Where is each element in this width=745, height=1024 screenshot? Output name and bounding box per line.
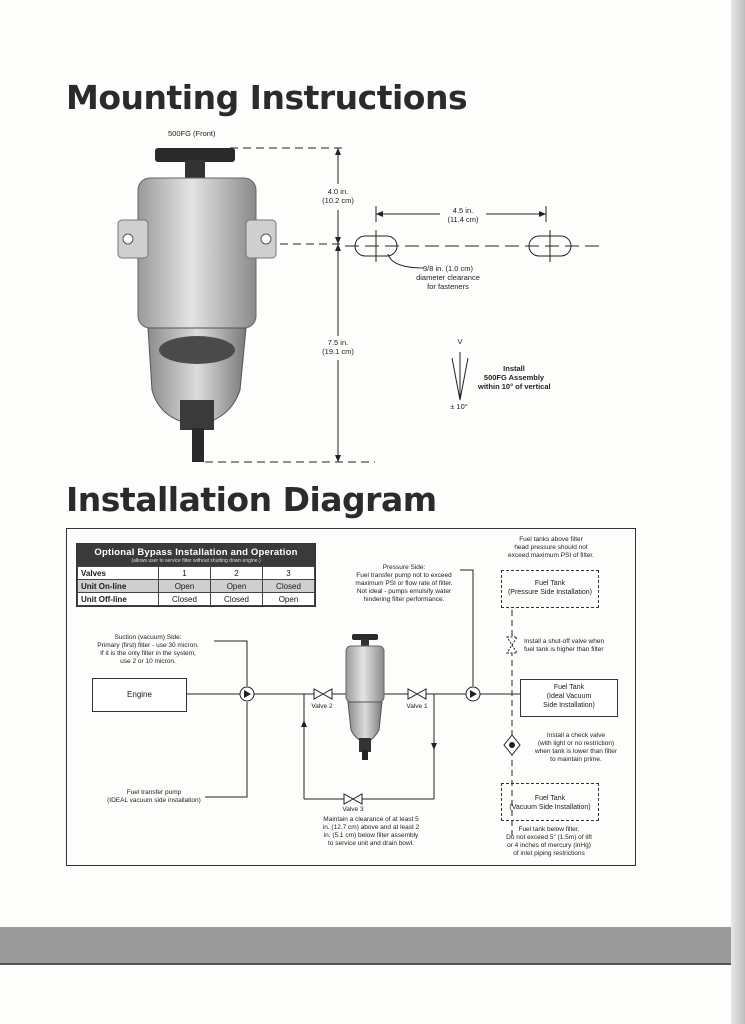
bypass-subtitle: (allows user to service filter without s…: [131, 558, 261, 564]
dim-bottom: 7.5 in.(19.1 cm): [322, 338, 354, 356]
page-edge-shadow: [731, 0, 745, 1024]
valve-3-icon: [343, 793, 363, 805]
valve-1-label: Valve 1: [406, 703, 428, 710]
valve-3-label: Valve 3: [342, 806, 364, 813]
shutoff-valve-icon: [506, 636, 518, 654]
dim-spacing: 4.5 in.(11.4 cm): [447, 206, 479, 224]
footer-bar: [0, 927, 745, 963]
valve-table: Valves 1 2 3 Unit On-line Open Open Clos…: [77, 566, 315, 606]
suction-side-note: Suction (vacuum) Side:Primary (first) fi…: [97, 634, 199, 665]
tank-below-note: Fuel tank below filter.Do not exceed 5" …: [506, 826, 592, 857]
model-label: 500FG (Front): [168, 129, 216, 138]
suction-pump-icon: [239, 686, 255, 702]
valve-2-label: Valve 2: [311, 703, 333, 710]
fuel-tank-vacuum: Fuel Tank(Vacuum Side Installation): [501, 783, 599, 821]
bypass-table: Optional Bypass Installation and Operati…: [76, 543, 316, 607]
vertical-label: V: [457, 337, 463, 346]
dim-top: 4.0 in.(10.2 cm): [322, 187, 354, 205]
table-row: Valves 1 2 3: [77, 566, 315, 580]
footer-divider: [0, 963, 745, 965]
installation-frame: [66, 528, 636, 866]
angle-tolerance: ± 10°: [450, 402, 468, 411]
installation-heading: Installation Diagram: [66, 480, 437, 519]
table-row: Unit Off-line Closed Closed Open: [77, 592, 315, 606]
pressure-side-note: Pressure Side:Fuel transfer pump not to …: [355, 564, 453, 603]
bypass-title: Optional Bypass Installation and Operati…: [94, 547, 298, 558]
engine-box: Engine: [92, 678, 187, 712]
pressure-pump-icon: [465, 686, 481, 702]
fuel-tank-pressure: Fuel Tank(Pressure Side Installation): [501, 570, 599, 608]
valve-2-icon: [313, 688, 333, 700]
valve-1-icon: [407, 688, 427, 700]
filter-unit-photo: [117, 148, 277, 462]
filter-unit-icon: [345, 634, 385, 760]
check-valve-note: Install a check valve(with light or no r…: [534, 732, 617, 763]
transfer-pump-note: Fuel transfer pump(IDEAL vacuum side ins…: [107, 789, 201, 804]
bypass-header: Optional Bypass Installation and Operati…: [77, 544, 315, 566]
check-valve-icon: [503, 734, 521, 756]
mounting-heading: Mounting Instructions: [66, 78, 468, 117]
